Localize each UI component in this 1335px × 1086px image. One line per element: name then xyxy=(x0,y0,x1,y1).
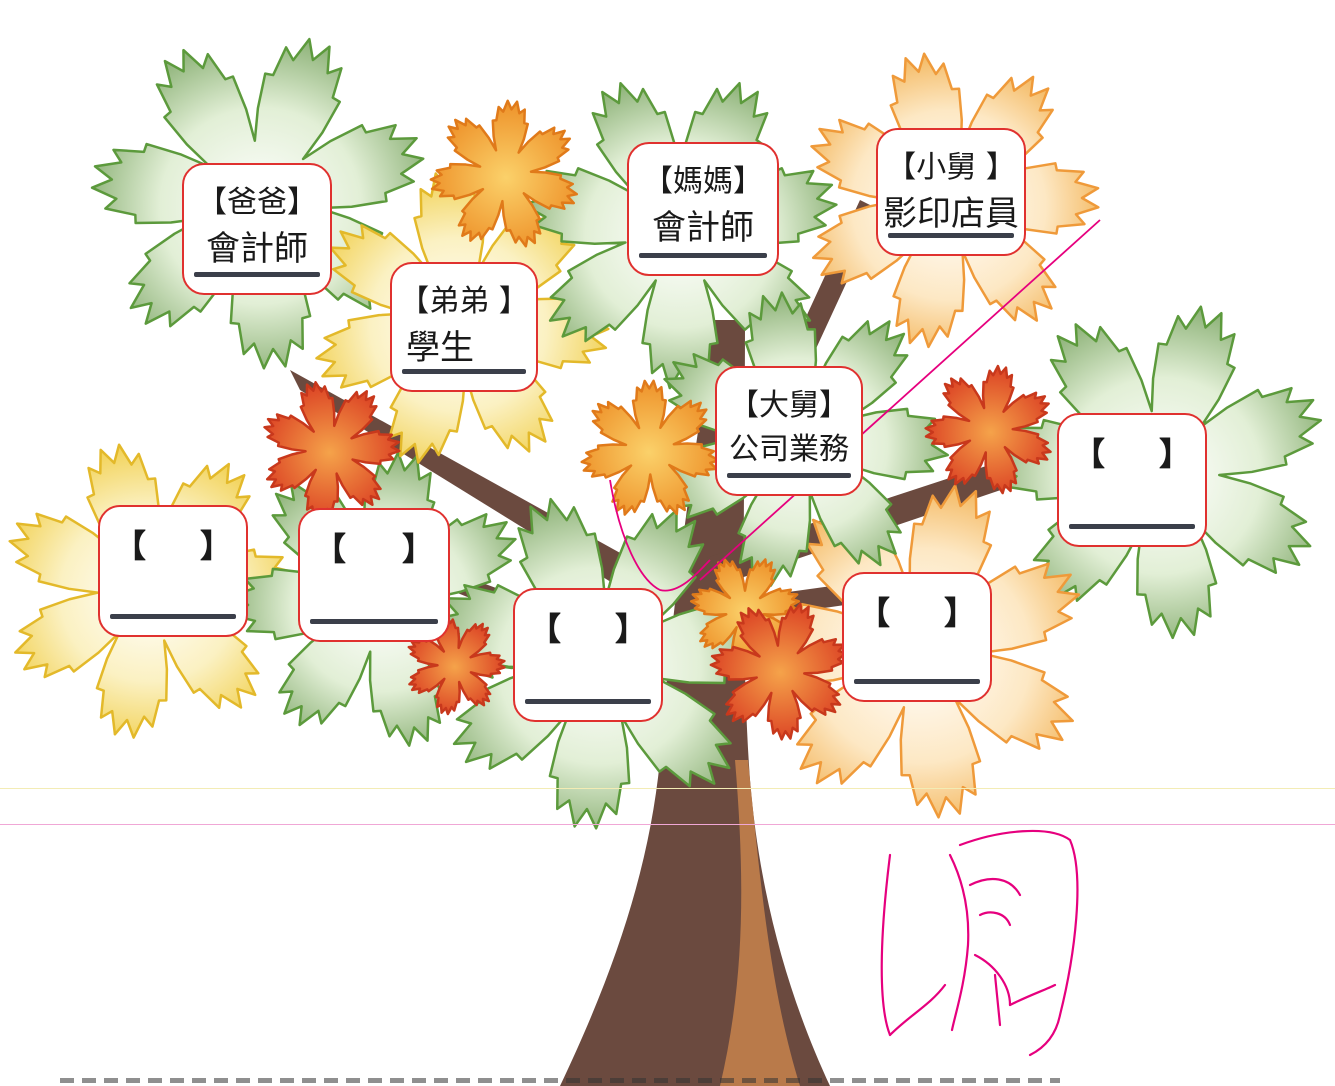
card-blank-5: 【 】 xyxy=(1057,413,1207,547)
card-father: 【爸爸】 會計師 xyxy=(182,163,332,295)
card-underline xyxy=(888,233,1014,238)
ruled-line-pink xyxy=(0,824,1335,825)
maple-leaf-icon xyxy=(429,99,579,248)
card-role-label: 【媽媽】 xyxy=(643,164,763,199)
card-underline xyxy=(854,679,980,684)
card-underline xyxy=(525,699,651,704)
maple-leaf-icon xyxy=(924,364,1052,495)
card-blank-2: 【 】 xyxy=(298,508,450,642)
card-uncle-old: 【大舅】 公司業務 xyxy=(715,366,863,496)
bracket-close: 】 xyxy=(1158,435,1191,473)
bottom-dashed-border xyxy=(60,1078,1060,1083)
bracket-close: 】 xyxy=(199,527,232,565)
card-underline xyxy=(639,253,767,258)
card-underline xyxy=(727,473,851,478)
card-underline xyxy=(110,614,236,619)
card-job-label: 公司業務 xyxy=(729,432,849,467)
card-job-label: 會計師 xyxy=(206,229,308,269)
card-role-label: 【爸爸】 xyxy=(197,185,317,220)
ruled-line-yellow xyxy=(0,788,1335,789)
card-job-label: 會計師 xyxy=(652,208,754,248)
card-blank-4: 【 】 xyxy=(842,572,992,702)
card-underline xyxy=(1069,524,1195,529)
card-blank-1: 【 】 xyxy=(98,505,248,637)
card-underline xyxy=(194,272,320,277)
pen-annotations xyxy=(609,219,1101,592)
bracket-close: 】 xyxy=(614,610,647,648)
card-underline xyxy=(310,619,438,624)
card-job-label: 學生 xyxy=(406,328,474,368)
bracket-open: 【 xyxy=(314,530,347,568)
handwritten-signature xyxy=(880,829,1079,1057)
bracket-open: 【 xyxy=(858,594,891,632)
maple-leaf-icon xyxy=(709,602,849,741)
bracket-close: 】 xyxy=(401,530,434,568)
card-mother: 【媽媽】 會計師 xyxy=(627,142,779,276)
card-underline xyxy=(402,369,526,374)
card-role-label: 【小舅 】 xyxy=(886,150,1016,185)
card-job-label: 影印店員 xyxy=(883,194,1019,234)
card-role-label: 【弟弟 】 xyxy=(399,284,529,319)
maple-leaf-icon xyxy=(580,379,720,516)
card-uncle-young: 【小舅 】 影印店員 xyxy=(876,128,1026,256)
card-brother: 【弟弟 】 學生 xyxy=(390,262,538,392)
card-role-label: 【大舅】 xyxy=(729,388,849,423)
bracket-open: 【 xyxy=(1073,435,1106,473)
bracket-open: 【 xyxy=(114,527,147,565)
bracket-close: 】 xyxy=(943,594,976,632)
bracket-open: 【 xyxy=(529,610,562,648)
card-blank-3: 【 】 xyxy=(513,588,663,722)
